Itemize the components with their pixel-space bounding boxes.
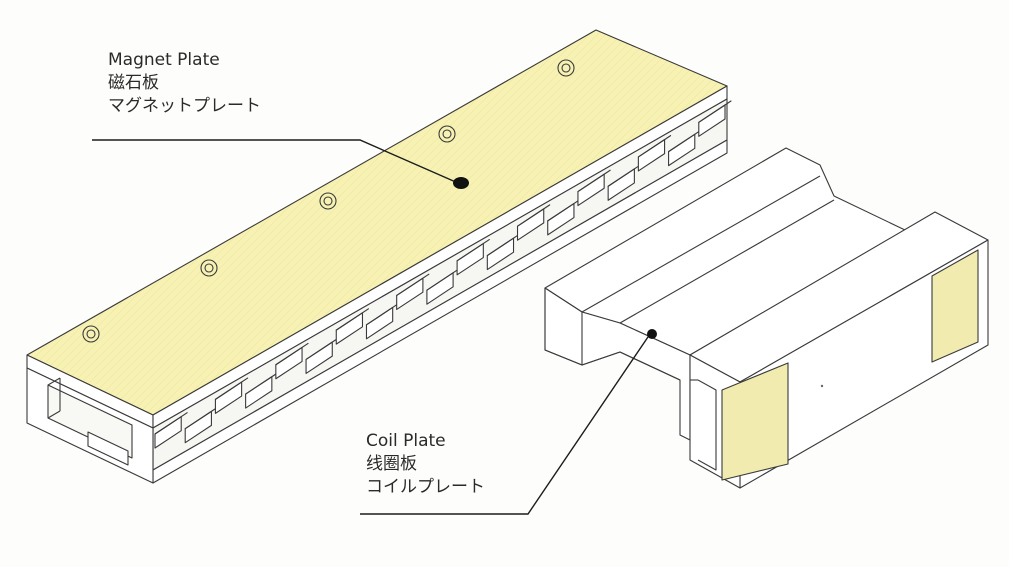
magnet-block-top xyxy=(698,100,732,123)
coil-pad-right xyxy=(931,249,979,363)
magnet-leader-dot xyxy=(453,177,469,189)
coil-plate-label-en: Coil Plate xyxy=(366,431,446,451)
magnet-plate-label-zh: 磁石板 xyxy=(108,73,159,93)
end-magnet-lower xyxy=(87,431,129,466)
coil-plate-ridge xyxy=(619,199,835,324)
coil-plate-label-zh: 线圈板 xyxy=(366,454,417,474)
magnet-plate-label-ja: マグネットプレート xyxy=(108,96,261,116)
coil-pad-front xyxy=(721,362,789,481)
coil-plate-step xyxy=(544,288,583,366)
coil-leader-dot xyxy=(647,329,657,339)
coil-plate-label-ja: コイルプレート xyxy=(366,477,485,497)
magnet-plate-end-opening xyxy=(47,384,133,459)
coil-plate-step-lower xyxy=(581,351,681,381)
mounting-holes xyxy=(82,59,575,343)
speck xyxy=(820,384,824,388)
opening-edge xyxy=(47,410,61,419)
magnet-block-top xyxy=(275,342,309,366)
coil-plate-label: Coil Plate 线圈板 コイルプレート xyxy=(366,430,485,499)
magnet-plate xyxy=(26,29,732,484)
magnet-block-top xyxy=(516,204,551,227)
coil-plate xyxy=(544,147,989,489)
leader-lines xyxy=(92,139,657,515)
coil-leader-line xyxy=(360,333,651,515)
magnet-plate-label: Magnet Plate 磁石板 マグネットプレート xyxy=(108,49,261,118)
magnet-block-top xyxy=(154,412,188,435)
coil-plate-ridge xyxy=(581,175,821,313)
magnet-block-top xyxy=(456,238,490,262)
magnet-block-top xyxy=(396,273,430,297)
magnet-block-top xyxy=(335,308,370,331)
magnet-block-top xyxy=(637,135,672,158)
magnet-plate-label-en: Magnet Plate xyxy=(108,50,220,70)
opening-edge xyxy=(47,377,61,386)
magnet-leader-line xyxy=(92,139,459,184)
magnet-block-top xyxy=(214,377,249,400)
coil-front-recess xyxy=(697,379,717,471)
magnet-blocks xyxy=(154,100,732,449)
magnet-block-top xyxy=(577,169,611,193)
